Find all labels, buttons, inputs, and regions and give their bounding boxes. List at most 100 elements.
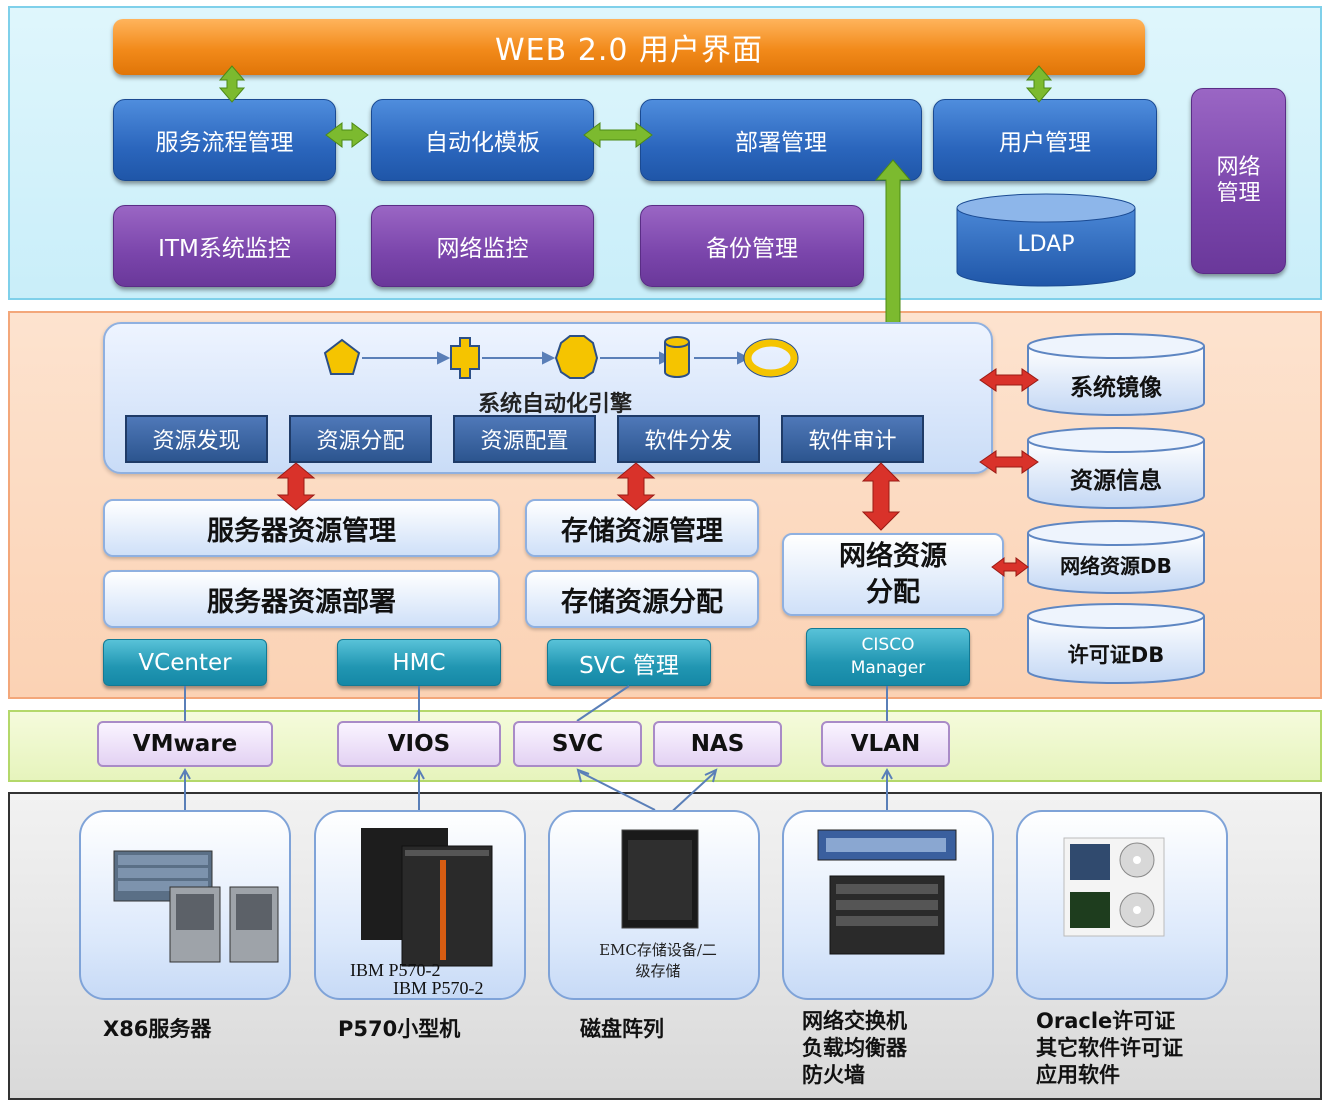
- step-resource-allocation: 资源分配: [289, 415, 432, 463]
- ldap-cylinder: [956, 193, 1136, 287]
- connector-line: [579, 771, 656, 811]
- svc-box: SVC: [513, 721, 642, 767]
- vcenter-box: VCenter: [103, 639, 267, 686]
- nas-box: NAS: [653, 721, 782, 767]
- double-arrow-icon: [276, 462, 316, 511]
- itm-monitor-box: ITM系统监控: [113, 205, 336, 287]
- label-disk: 磁盘阵列: [580, 1017, 664, 1041]
- db-top: [1027, 427, 1205, 453]
- plus-icon: [450, 337, 480, 379]
- db-label-license: 许可证DB: [1067, 643, 1165, 667]
- db-network-resource: [1027, 533, 1205, 594]
- storage-resource-alloc: 存储资源分配: [525, 570, 759, 628]
- automation-template-box: 自动化模板: [371, 99, 594, 181]
- db-top: [1027, 603, 1205, 629]
- arrowhead-icon: [542, 351, 556, 365]
- label-software-line3: 应用软件: [1036, 1063, 1120, 1087]
- db-top: [1027, 333, 1205, 359]
- vmware-box: VMware: [97, 721, 273, 767]
- step-resource-discovery: 资源发现: [125, 415, 268, 463]
- green-arrows: [218, 65, 1053, 358]
- emc-label-line1: EMC存储设备/二: [599, 941, 717, 959]
- cisco-line2: Manager: [850, 658, 926, 678]
- double-arrow-icon: [991, 557, 1029, 577]
- step-resource-config: 资源配置: [453, 415, 596, 463]
- double-arrow-icon: [979, 450, 1039, 474]
- db-resource-info: [1027, 440, 1205, 509]
- ibm-label-1: IBM P570-2: [350, 960, 441, 980]
- arrow-icon: [1025, 65, 1053, 103]
- octagon-icon: [554, 335, 599, 379]
- storage-resource-mgmt: 存储资源管理: [525, 499, 759, 557]
- arrowhead-icon: [576, 768, 590, 783]
- emc-label-line2: 级存储: [635, 962, 681, 980]
- deploy-mgmt-box: 部署管理: [640, 99, 922, 181]
- double-arrow-icon: [861, 462, 901, 531]
- network-mgmt-box: 网络 管理: [1191, 88, 1286, 274]
- arrow-icon: [325, 122, 369, 148]
- service-flow-mgmt-box: 服务流程管理: [113, 99, 336, 181]
- hardware-illustrations: [113, 828, 1165, 967]
- network-mgmt-line1: 网络: [1216, 155, 1261, 180]
- step-software-distribution: 软件分发: [617, 415, 760, 463]
- double-arrow-icon: [979, 368, 1039, 392]
- ibm-label-2: IBM P570-2: [393, 978, 484, 998]
- server-resource-mgmt: 服务器资源管理: [103, 499, 500, 557]
- arrow-icon: [583, 122, 653, 148]
- ring-outline: [743, 338, 799, 378]
- backup-mgmt-box: 备份管理: [640, 205, 864, 287]
- connector-line: [576, 685, 630, 722]
- label-x86: X86服务器: [103, 1017, 212, 1041]
- network-monitor-box: 网络监控: [371, 205, 594, 287]
- vios-box: VIOS: [337, 721, 501, 767]
- engine-flow-shapes: [323, 335, 799, 379]
- label-software-line1: Oracle许可证: [1036, 1009, 1176, 1033]
- arrow-icon: [218, 65, 246, 103]
- network-resource-alloc: 网络资源 分配: [782, 533, 1004, 616]
- network-resource-alloc-line2: 分配: [866, 576, 920, 608]
- vlan-box: VLAN: [821, 721, 950, 767]
- label-network-line2: 负载均衡器: [802, 1036, 907, 1060]
- svc-mgmt-box: SVC 管理: [547, 639, 711, 686]
- label-p570: P570小型机: [338, 1017, 461, 1041]
- cisco-manager-box: CISCO Manager: [806, 628, 970, 686]
- cylinder-top-icon: [664, 336, 690, 348]
- db-label-network-resource: 网络资源DB: [1060, 554, 1172, 578]
- connector-lines: [179, 685, 893, 819]
- label-network-line1: 网络交换机: [802, 1009, 907, 1033]
- engine-label: 系统自动化引擎: [477, 392, 632, 417]
- pentagon-icon: [323, 338, 361, 375]
- server-resource-deploy: 服务器资源部署: [103, 570, 500, 628]
- arrowhead-icon: [413, 767, 425, 780]
- ring-icon: [744, 339, 798, 377]
- double-arrow-icon: [616, 462, 656, 511]
- db-label-system-image: 系统镜像: [1070, 375, 1162, 401]
- db-system-image: [1027, 346, 1205, 416]
- db-label-resource-info: 资源信息: [1070, 468, 1162, 494]
- emc-storage-icon: [621, 829, 699, 929]
- network-mgmt-line2: 管理: [1216, 181, 1261, 206]
- label-software: Oracle许可证 其它软件许可证 应用软件: [1036, 1008, 1183, 1089]
- x86-server-icon: [113, 850, 279, 963]
- cylinder-icon: [664, 342, 690, 378]
- arrowhead-icon: [704, 768, 718, 783]
- hmc-box: HMC: [337, 639, 501, 686]
- cisco-line1: CISCO: [861, 635, 915, 655]
- step-software-audit: 软件审计: [781, 415, 924, 463]
- emc-label: EMC存储设备/二 级存储: [578, 940, 738, 982]
- red-arrows: [276, 368, 1039, 577]
- web-ui-header: WEB 2.0 用户界面: [113, 19, 1145, 75]
- user-mgmt-box: 用户管理: [933, 99, 1157, 181]
- label-software-line2: 其它软件许可证: [1036, 1036, 1183, 1060]
- db-license: [1027, 616, 1205, 684]
- arrowhead-icon: [179, 767, 191, 780]
- label-network: 网络交换机 负载均衡器 防火墙: [802, 1008, 907, 1089]
- arrowhead-icon: [881, 767, 893, 780]
- arrowhead-icon: [437, 351, 451, 365]
- software-cd-icon: [1063, 837, 1165, 937]
- ldap-label: LDAP: [1017, 232, 1075, 257]
- arrowhead-icon: [737, 351, 751, 365]
- database-cylinders: [1027, 333, 1205, 684]
- p570-server-icon: [361, 828, 493, 967]
- db-top: [1027, 520, 1205, 546]
